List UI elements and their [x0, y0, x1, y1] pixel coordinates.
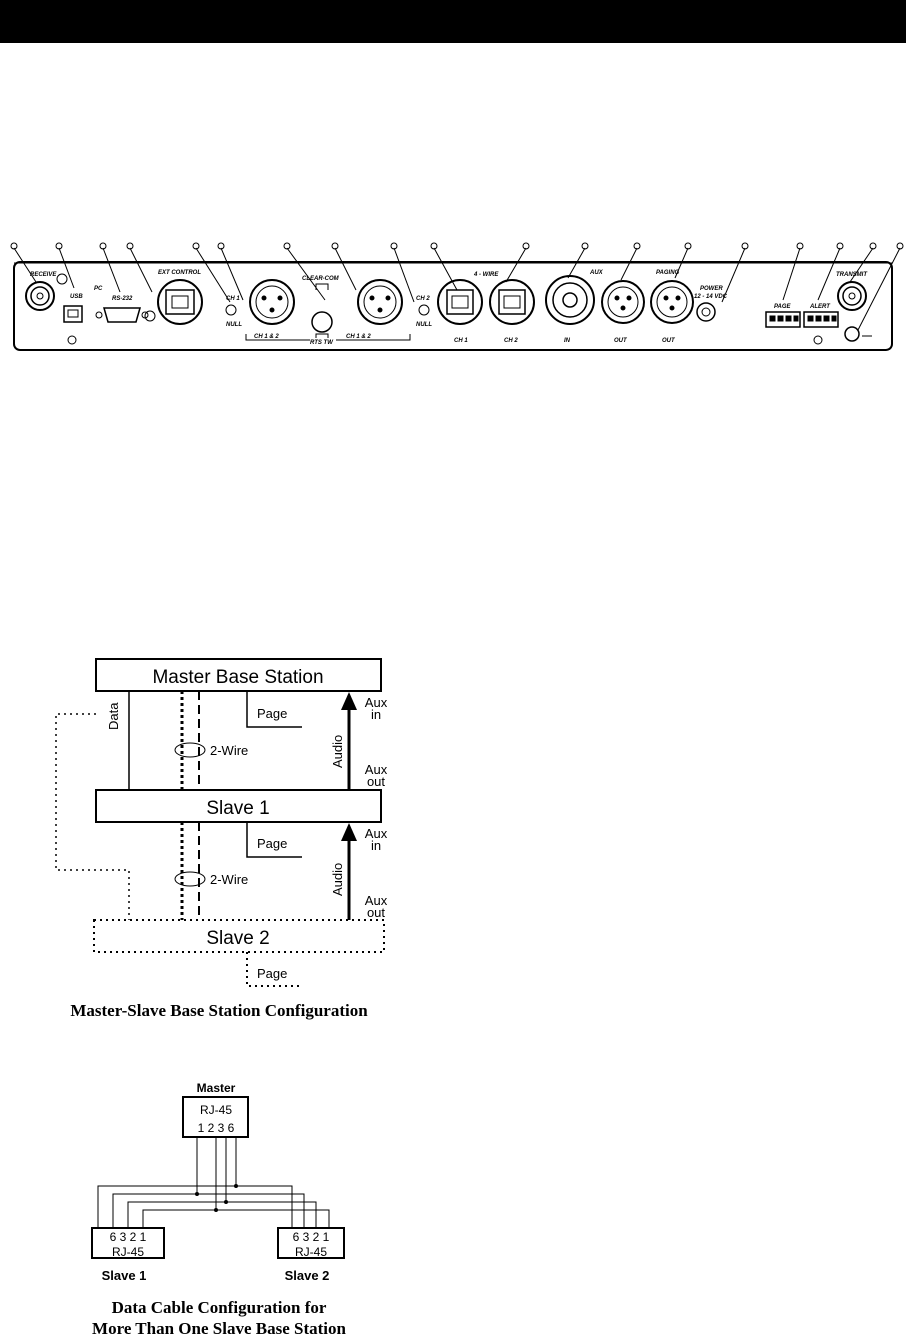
page-label-3: Page	[257, 966, 287, 981]
label-power-volts: 12 - 14 VDC	[694, 294, 728, 300]
audio-label-2: Audio	[330, 863, 345, 896]
slave2-label: Slave 2	[206, 928, 269, 949]
master-pins: 1 2 3 6	[198, 1121, 235, 1135]
label-aux-out: OUT	[614, 338, 628, 344]
slave2-title: Slave 2	[285, 1268, 330, 1283]
label-power: POWER	[700, 286, 723, 292]
slave1-label: Slave 1	[206, 798, 269, 819]
aux-in-2a: Aux	[365, 826, 388, 841]
slave1-pins: 6 3 2 1	[110, 1230, 147, 1244]
data-cable-caption-1: Data Cable Configuration for	[112, 1298, 327, 1317]
label-receive: RECEIVE	[30, 272, 57, 278]
label-4w-ch2: CH 2	[504, 338, 518, 344]
slave2-box	[93, 919, 385, 953]
master-slave-caption: Master-Slave Base Station Configuration	[70, 1001, 368, 1020]
label-ch2: CH 2	[416, 296, 430, 302]
label-clear-com: CLEAR-COM	[302, 276, 340, 282]
rear-panel-diagram: RECEIVE USB PC RS-232 EXT CONTROL CH 1 N…	[10, 242, 904, 351]
slave1-title: Slave 1	[102, 1268, 147, 1283]
label-page: PAGE	[774, 304, 792, 310]
callout-lines	[13, 247, 901, 331]
page-label-2: Page	[257, 836, 287, 851]
label-null-2: NULL	[416, 322, 432, 328]
aux-in-2b: in	[371, 838, 381, 853]
label-rs232: RS-232	[112, 296, 133, 302]
label-usb: USB	[70, 294, 83, 300]
data-cable-diagram: Master RJ-45 1 2 3 6 6 3 2 1 RJ-45 Slave…	[91, 1081, 347, 1338]
page-label-1: Page	[257, 706, 287, 721]
aux-out-2b: out	[367, 905, 385, 920]
label-ext-control: EXT CONTROL	[158, 270, 201, 276]
header-bar	[0, 0, 906, 43]
label-4w-ch1: CH 1	[454, 338, 468, 344]
slave1-conn: RJ-45	[112, 1245, 144, 1259]
two-wire-label-1: 2-Wire	[210, 743, 248, 758]
panel-body	[13, 261, 893, 351]
slave2-pins: 6 3 2 1	[293, 1230, 330, 1244]
label-ch12-a: CH 1 & 2	[254, 334, 279, 340]
aux-out-2a: Aux	[365, 893, 388, 908]
two-wire-label-2: 2-Wire	[210, 872, 248, 887]
label-4-wire: 4 - WIRE	[473, 272, 499, 278]
master-title: Master	[197, 1081, 236, 1095]
slave1-box	[95, 789, 382, 823]
slave1-rj45-box	[91, 1227, 165, 1259]
label-alert: ALERT	[809, 304, 831, 310]
aux-in-1b: in	[371, 707, 381, 722]
aux-in-1a: Aux	[365, 695, 388, 710]
label-aux-in: IN	[564, 338, 571, 344]
slave2-rj45-box	[277, 1227, 345, 1259]
master-conn: RJ-45	[200, 1103, 232, 1117]
label-null-1: NULL	[226, 322, 242, 328]
data-label: Data	[106, 702, 121, 730]
aux-out-1b: out	[367, 774, 385, 789]
callout-markers	[10, 242, 904, 250]
label-pc: PC	[94, 286, 103, 292]
label-aux: AUX	[589, 270, 604, 276]
master-label: Master Base Station	[152, 667, 323, 688]
master-rj45-box	[182, 1096, 249, 1138]
label-ch1: CH 1	[226, 296, 240, 302]
label-paging-out: OUT	[662, 338, 676, 344]
label-rts-tw: RTS TW	[310, 340, 334, 346]
aux-out-1a: Aux	[365, 762, 388, 777]
label-transmit: TRANSMIT	[836, 272, 868, 278]
slave2-conn: RJ-45	[295, 1245, 327, 1259]
label-paging: PAGING	[656, 270, 680, 276]
master-box	[95, 658, 382, 692]
audio-label-1: Audio	[330, 735, 345, 768]
data-cable-caption-2: More Than One Slave Base Station	[92, 1319, 346, 1338]
label-ch12-b: CH 1 & 2	[346, 334, 371, 340]
